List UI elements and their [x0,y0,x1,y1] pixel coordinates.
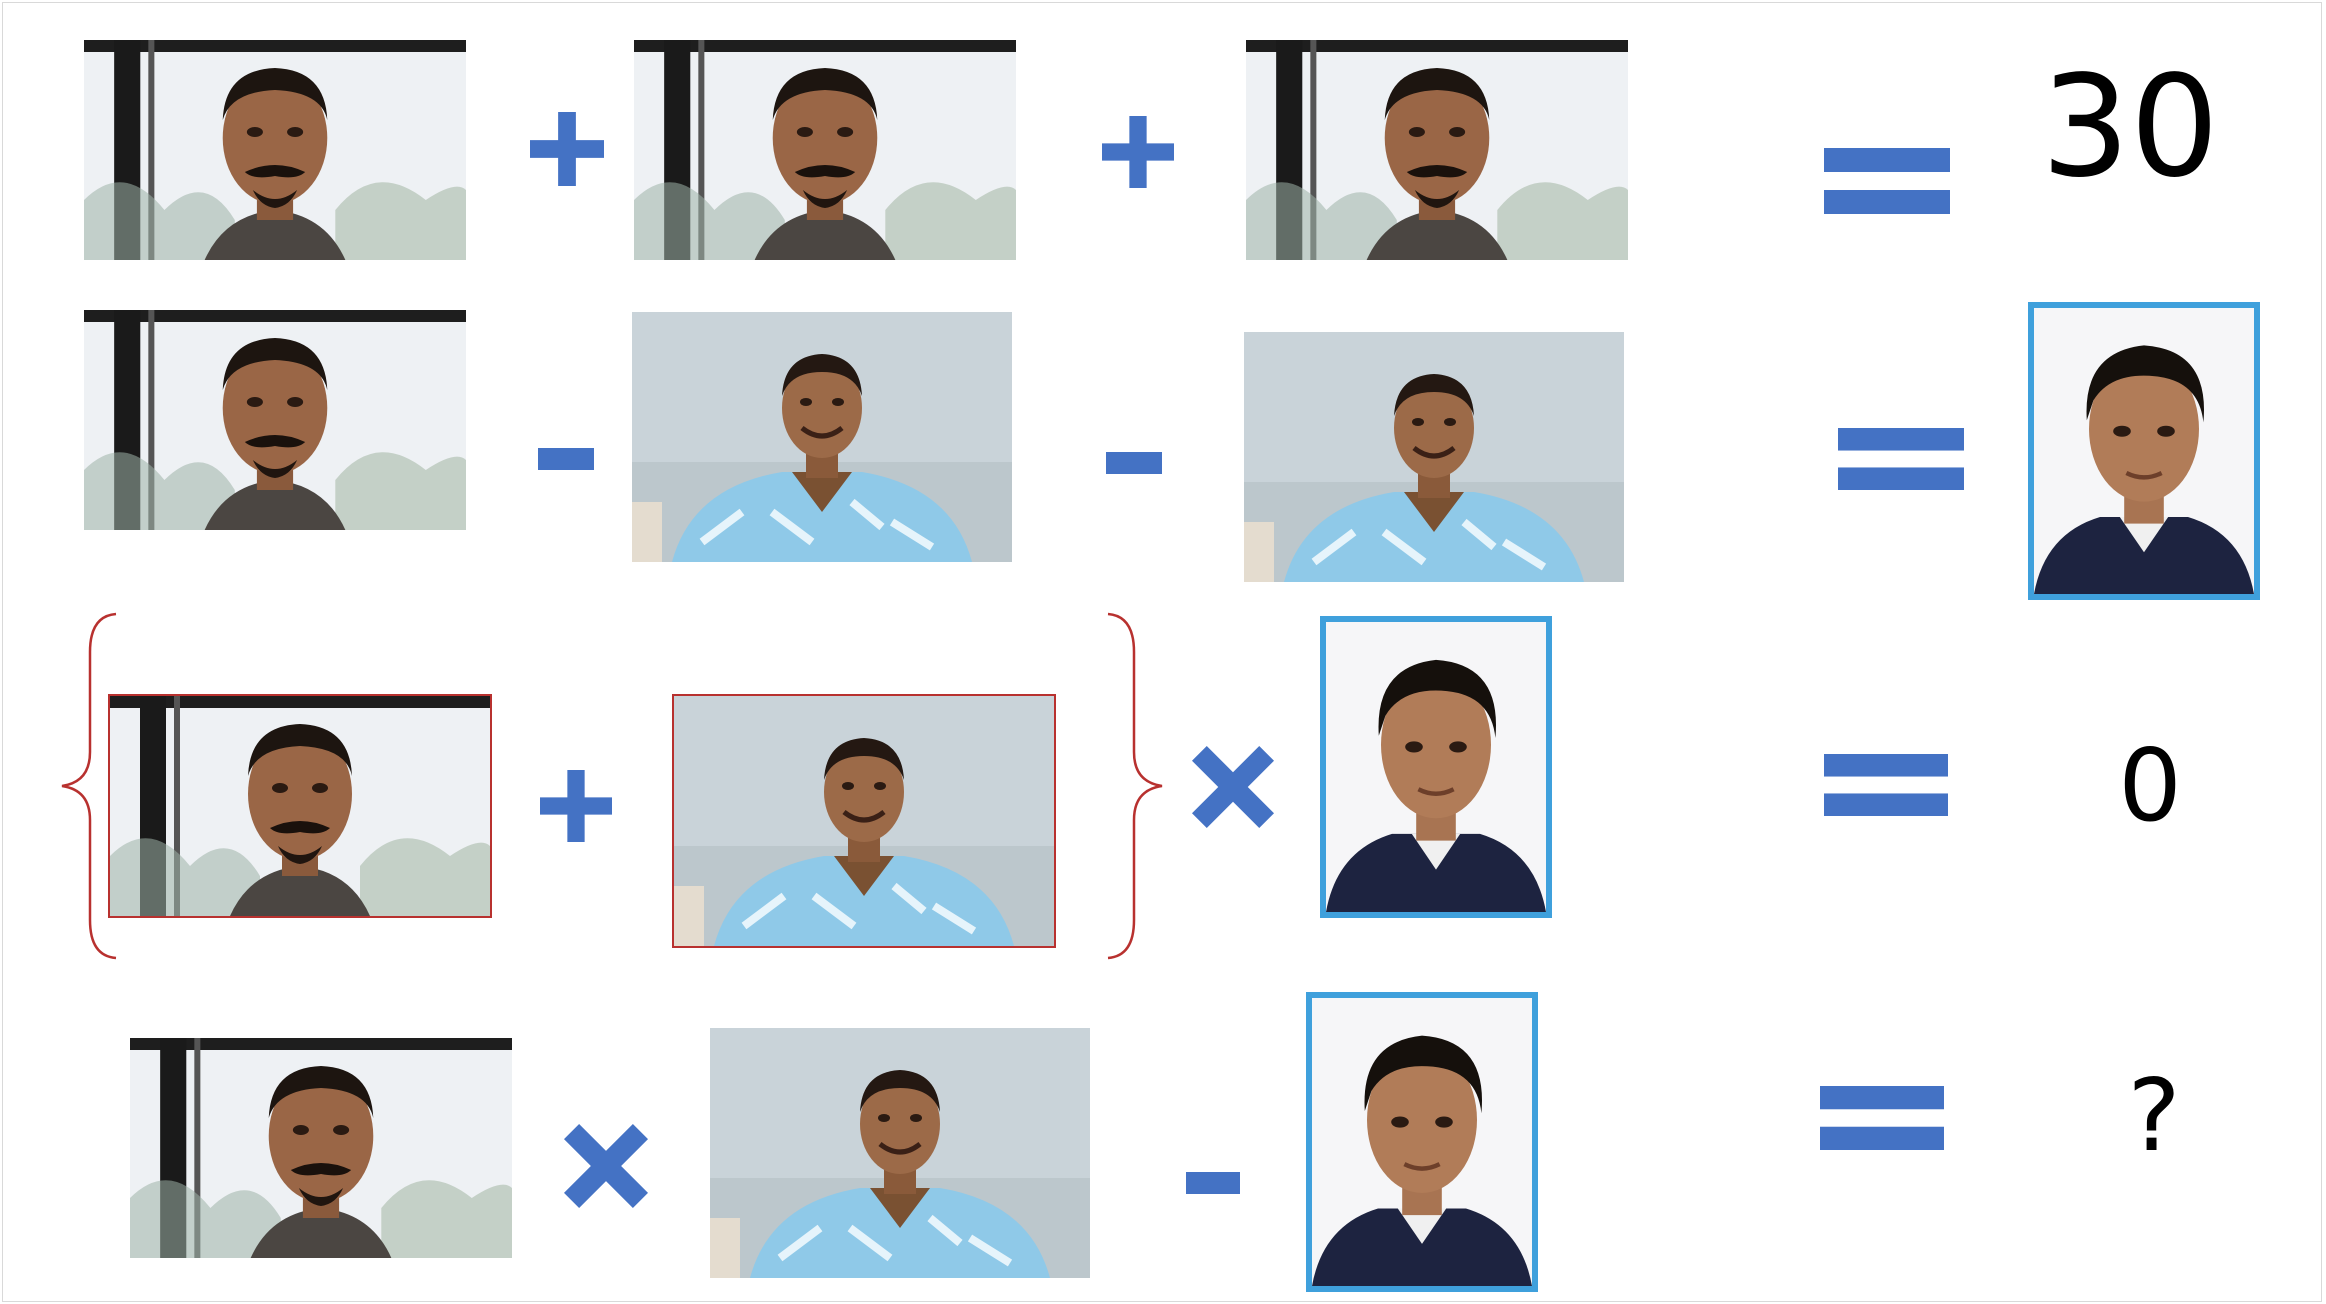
minus-icon [1186,1172,1240,1194]
left-brace [58,612,120,960]
equals-icon [1824,754,1948,816]
person-a-photo [108,694,492,918]
equals-icon [1824,148,1950,214]
times-icon [1184,746,1282,828]
person-b-photo [672,694,1056,948]
equation-1-result: 30 [2040,46,2220,209]
person-b-photo [632,312,1012,562]
person-a-photo [634,40,1016,260]
equals-icon [1838,428,1964,490]
person-c-photo [2028,302,2260,600]
person-a-photo [1246,40,1628,260]
person-c-photo [1306,992,1538,1292]
plus-icon [530,112,604,186]
person-b-photo [1244,332,1624,582]
plus-icon [1102,116,1174,188]
minus-icon [538,448,594,470]
person-b-photo [710,1028,1090,1278]
plus-icon [540,770,612,842]
minus-icon [1106,452,1162,474]
equals-icon [1820,1086,1944,1150]
equation-4-result: ? [2127,1057,2181,1174]
person-a-photo [84,40,466,260]
person-a-photo [130,1038,512,1258]
person-a-photo [84,310,466,530]
times-icon [556,1124,656,1208]
person-c-photo [1320,616,1552,918]
right-brace [1104,612,1166,960]
equation-3-result: 0 [2118,727,2182,844]
